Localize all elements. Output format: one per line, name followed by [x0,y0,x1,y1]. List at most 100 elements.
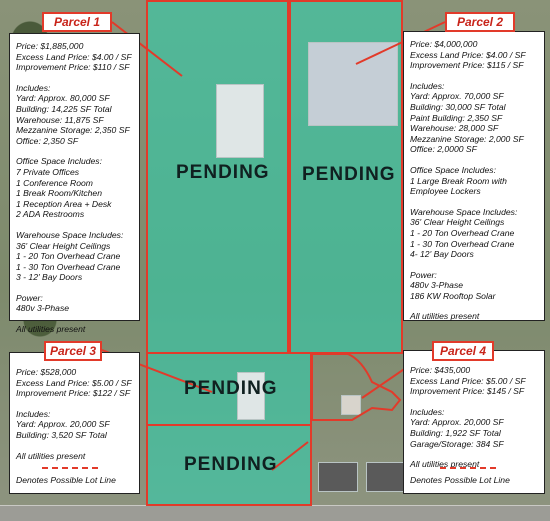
detail-line: Yard: Approx. 70,000 SF [410,91,504,102]
detail-line: Office: 2,0000 SF [410,144,477,155]
spacer [410,197,538,207]
detail-line: Garage/Storage: 384 SF [410,438,504,449]
detail-line: Yard: Approx. 20,000 SF [410,417,504,428]
detail-line: Paint Building: 2,350 SF [410,112,503,123]
detail-line: All utilities present [16,450,86,461]
detail-line: Improvement Price: $145 / SF [410,386,525,397]
spacer [410,155,538,165]
detail-line: 1 Conference Room [16,177,93,188]
detail-line: Mezzanine Storage: 2,350 SF [16,125,130,136]
detail-line: 36' Clear Height Ceilings [410,217,505,228]
detail-line: All utilities present [16,324,86,335]
spacer [16,314,133,324]
warehouse-building-parcel-2 [308,42,398,126]
building-parcel-3 [237,372,265,420]
detail-line: Warehouse Space Includes: [410,206,518,217]
detail-line: All utilities present [410,459,480,470]
detail-line: Excess Land Price: $5.00 / SF [410,375,526,386]
overlay-parcel-3-south[interactable] [146,424,311,504]
lot-line-parcel-3-south [146,424,312,506]
parcel-2-tag[interactable]: Parcel 2 [445,12,515,32]
detail-line: Improvement Price: $110 / SF [16,62,130,73]
arrow-parcel-3-south [271,441,309,471]
detail-line: Excess Land Price: $4.00 / SF [410,49,526,60]
detail-line: Building: 14,225 SF Total [16,103,112,114]
lot-line-legend-label: Denotes Possible Lot Line [410,475,510,485]
lot-line-legend-label: Denotes Possible Lot Line [16,475,116,485]
detail-line: 1 - 20 Ton Overhead Crane [16,251,121,262]
parcel-1-tag[interactable]: Parcel 1 [42,12,112,32]
detail-line: Office: 2,350 SF [16,135,79,146]
detail-line: 1 - 30 Ton Overhead Crane [16,261,121,272]
detail-line: Improvement Price: $122 / SF [16,388,131,399]
overlay-parcel-3[interactable] [146,352,311,424]
spacer [16,283,133,293]
spacer [410,449,538,459]
detail-line: All utilities present [410,311,480,322]
detail-line: Includes: [410,80,445,91]
detail-line: Yard: Approx. 20,000 SF [16,419,110,430]
spacer [16,73,133,83]
detail-line: Excess Land Price: $4.00 / SF [16,51,132,62]
detail-line: Mezzanine Storage: 2,000 SF [410,133,524,144]
spacer [16,220,133,230]
lot-line-legend-swatch [440,467,496,469]
detail-line: Includes: [16,82,51,93]
detail-line: Price: $4,000,000 [410,39,478,49]
detail-line: 1 Reception Area + Desk [16,198,112,209]
detail-line: 480v 3-Phase [16,303,70,314]
detail-line: Building: 30,000 SF Total [410,101,506,112]
detail-line: Yard: Approx. 80,000 SF [16,93,110,104]
detail-line: Price: $1,885,000 [16,41,84,51]
parcel-3-tag[interactable]: Parcel 3 [44,341,102,361]
detail-line: 480v 3-Phase [410,280,464,291]
detail-line: Warehouse: 11,875 SF [16,114,104,125]
arrow-parcel-2 [355,21,446,65]
pending-label-parcel-3-south: PENDING [184,454,278,475]
detail-line: 1 - 20 Ton Overhead Crane [410,227,515,238]
detail-line: 1 Break Room/Kitchen [16,188,102,199]
detail-line: 36' Clear Height Ceilings [16,240,111,251]
detail-line: Office Space Includes: [410,164,496,175]
house-south-1 [318,462,358,492]
detail-line: Warehouse Space Includes: [16,229,124,240]
detail-line: Office Space Includes: [16,156,102,167]
spacer [410,71,538,81]
detail-line: Warehouse: 28,000 SF [410,123,499,134]
detail-line: Power: [16,292,43,303]
warehouse-building-parcel-1 [216,84,264,158]
spacer [410,301,538,311]
spacer [16,399,133,409]
pending-label-parcel-1: PENDING [176,162,270,183]
detail-line: 1 Large Break Room with [410,175,507,186]
spacer [410,260,538,270]
detail-line: Includes: [410,406,445,417]
detail-line: Power: [410,269,437,280]
pending-label-parcel-2: PENDING [302,164,396,185]
parcel-4-tag[interactable]: Parcel 4 [432,341,494,361]
detail-line: 1 - 30 Ton Overhead Crane [410,238,515,249]
overlay-parcel-1[interactable] [146,0,289,352]
detail-line: Improvement Price: $115 / SF [410,60,524,71]
spacer [16,441,133,451]
detail-line: Employee Lockers [410,186,481,197]
detail-line: Building: 1,922 SF Total [410,427,501,438]
detail-line: 2 ADA Restrooms [16,209,85,220]
detail-line: 3 - 12' Bay Doors [16,272,83,283]
pending-label-parcel-3: PENDING [184,378,278,399]
spacer [16,146,133,156]
detail-line: Price: $528,000 [16,367,77,377]
detail-line: 186 KW Rooftop Solar [410,290,496,301]
detail-line: Price: $435,000 [410,365,471,375]
lot-line-legend-swatch [42,467,98,469]
detail-line: Excess Land Price: $5.00 / SF [16,377,132,388]
